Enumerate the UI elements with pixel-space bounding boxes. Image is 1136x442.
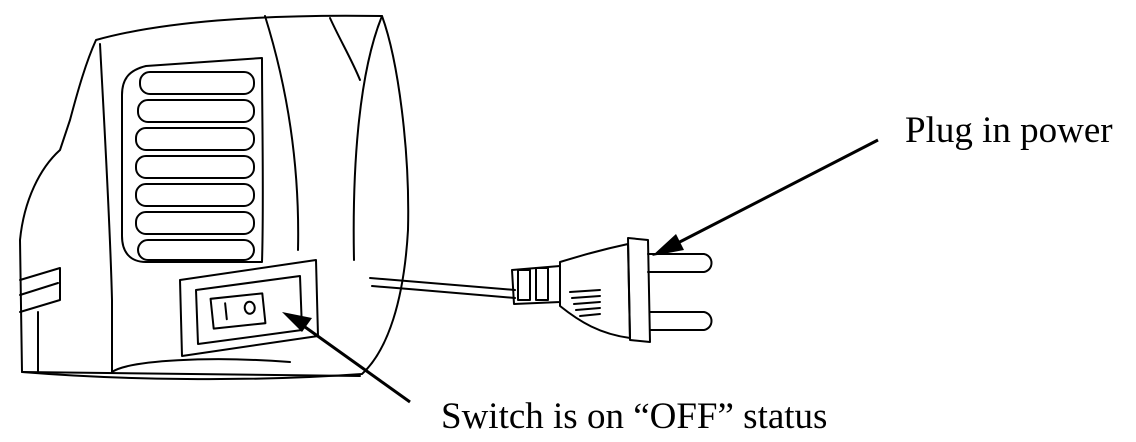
plug-in-power-label: Plug in power: [905, 110, 1113, 151]
vent-slots: [135, 71, 255, 261]
switch-callout-arrow: [282, 312, 411, 404]
switch-off-status-label: Switch is on “OFF” status: [441, 396, 828, 437]
power-plug: [511, 237, 713, 343]
plug-callout-arrow: [652, 138, 879, 256]
power-cord: [369, 277, 516, 299]
power-switch: [179, 259, 319, 357]
